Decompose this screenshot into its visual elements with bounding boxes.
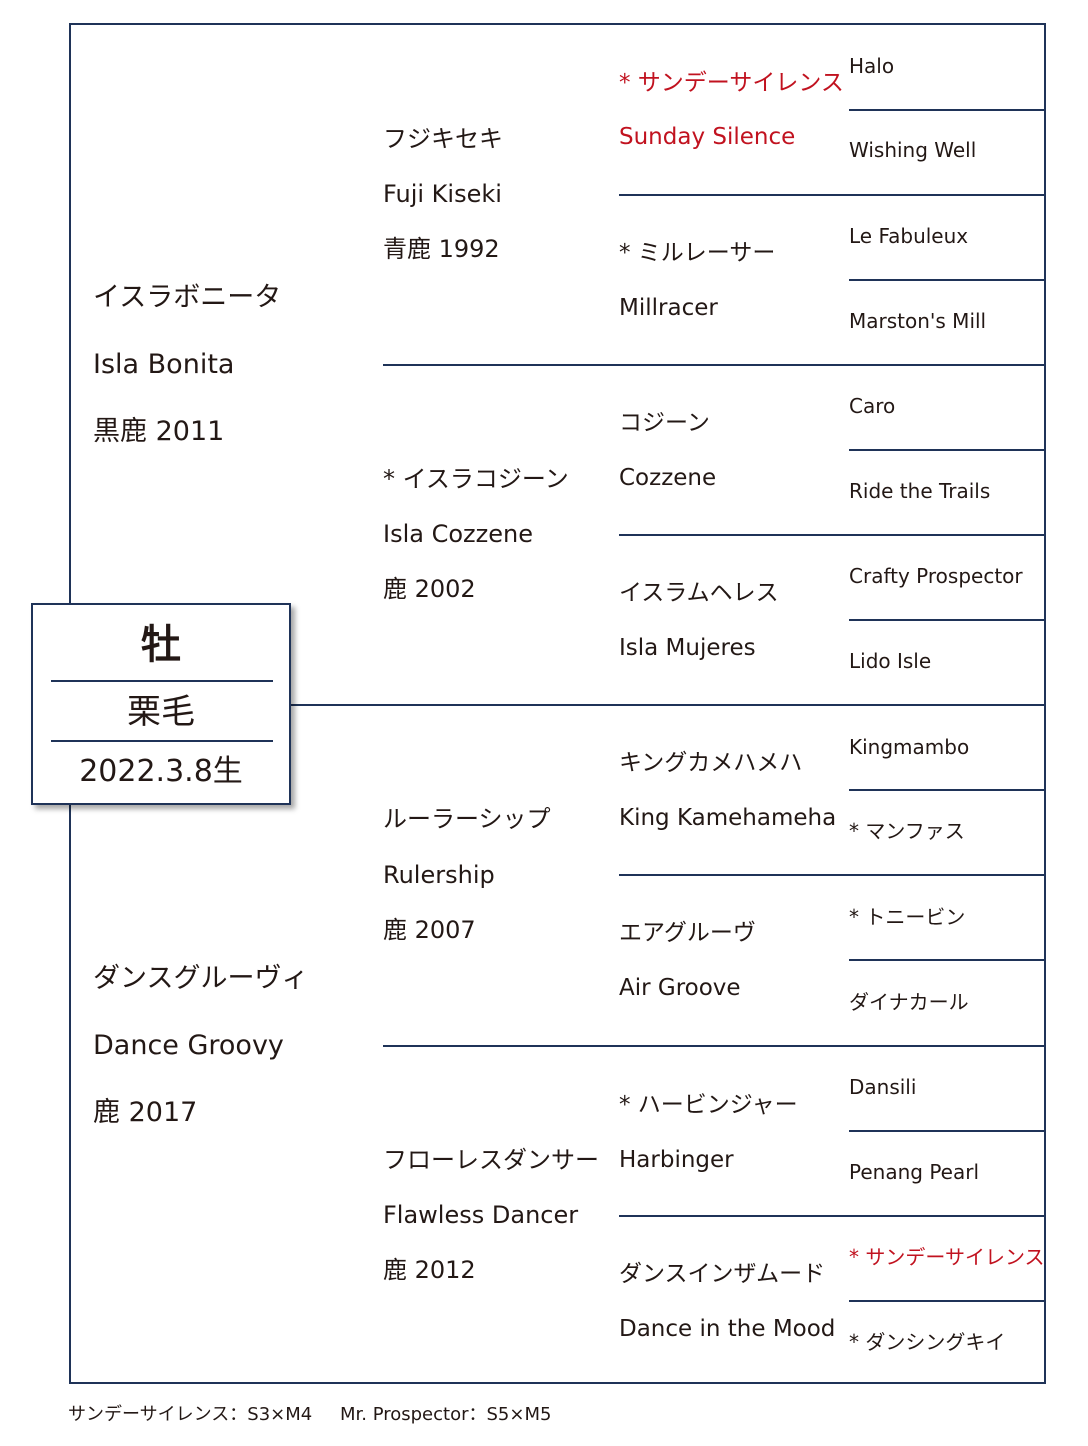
inbreeding-entry: サンデーサイレンス：S3×M4 [68,1404,313,1425]
gen3-name-en: Sunday Silence [619,124,796,150]
gen4-ancestor: Caro [849,394,896,418]
summary-divider [51,680,273,682]
gen3-name-en: Dance in the Mood [619,1316,836,1342]
horse-summary-box: 牡 栗毛 2022.3.8生 [31,603,291,805]
dam-name-en: Dance Groovy [93,1030,284,1061]
divider-gen3 [619,1215,1046,1217]
gen4-ancestor: Penang Pearl [849,1160,979,1184]
gen3-name-ja: イスラムヘレス [619,580,779,606]
gen2-name-en: Isla Cozzene [383,520,533,548]
gen4-ancestor: Dansili [849,1075,917,1099]
gen3-name-ja: コジーン [619,410,710,436]
divider-gen4 [849,1300,1046,1302]
divider-gen2-top [383,364,1046,366]
gen3-name-ja: エアグルーヴ [619,920,756,946]
gen4-ancestor: Wishing Well [849,138,977,162]
gen4-ancestor: * ダンシングキイ [849,1330,1006,1354]
gen2-info: 青鹿 1992 [383,235,500,263]
gen3-name-en: King Kamehameha [619,805,837,831]
divider-gen4 [849,279,1046,281]
sire-info: 黒鹿 2011 [93,416,225,447]
divider-gen3 [619,194,1046,196]
dam-info: 鹿 2017 [93,1097,198,1128]
gen4-ancestor: Crafty Prospector [849,564,1023,588]
gen2-name-en: Fuji Kiseki [383,180,502,208]
gen4-ancestor: Marston's Mill [849,309,987,333]
inbreeding-note: サンデーサイレンス：S3×M4 Mr. Prospector：S5×M5 [68,1400,551,1426]
gen4-ancestor: ダイナカール [849,990,969,1014]
gen3-name-ja: キングカメハメハ [619,750,803,776]
gen2-name-ja: * イスラコジーン [383,465,569,493]
divider-gen4 [849,449,1046,451]
divider-gen3 [619,874,1046,876]
gen3-name-en: Harbinger [619,1147,734,1173]
divider-gen4 [849,619,1046,621]
gen2-info: 鹿 2007 [383,916,476,944]
gen3-name-en: Air Groove [619,975,741,1001]
gen2-name-ja: ルーラーシップ [383,805,551,833]
gen4-ancestor: Halo [849,54,895,78]
gen4-ancestor: * サンデーサイレンス [849,1245,1045,1269]
gen3-name-ja: * ミルレーサー [619,240,776,266]
inbreeding-entry: Mr. Prospector：S5×M5 [339,1404,552,1425]
horse-birth: 2022.3.8生 [79,754,243,789]
horse-sex: 牡 [141,622,181,668]
gen4-ancestor: * マンファス [849,819,965,843]
horse-color: 栗毛 [127,692,195,732]
summary-divider [51,740,273,742]
divider-gen2-bottom [383,1045,1046,1047]
gen2-name-en: Rulership [383,861,495,889]
gen4-ancestor: Kingmambo [849,735,970,759]
divider-gen3 [619,534,1046,536]
sire-name-ja: イスラボニータ [93,282,282,313]
gen2-info: 鹿 2002 [383,575,476,603]
gen3-name-en: Millracer [619,295,718,321]
gen2-name-ja: フジキセキ [383,125,503,153]
divider-gen1 [291,704,1046,706]
divider-gen4 [849,1130,1046,1132]
gen3-name-en: Cozzene [619,465,717,491]
divider-gen4 [849,959,1046,961]
gen3-name-ja: * サンデーサイレンス [619,70,844,96]
sire-name-en: Isla Bonita [93,349,235,380]
gen2-name-ja: フローレスダンサー [383,1146,599,1174]
gen3-name-en: Isla Mujeres [619,635,756,661]
gen4-ancestor: Ride the Trails [849,479,991,503]
dam-name-ja: ダンスグルーヴィ [93,963,309,994]
gen3-name-ja: ダンスインザムード [619,1261,826,1287]
gen4-ancestor: Lido Isle [849,649,932,673]
divider-gen4 [849,789,1046,791]
gen4-ancestor: * トニービン [849,905,966,929]
gen2-name-en: Flawless Dancer [383,1201,579,1229]
gen4-ancestor: Le Fabuleux [849,224,969,248]
gen2-info: 鹿 2012 [383,1256,476,1284]
gen3-name-ja: * ハービンジャー [619,1092,798,1118]
divider-gen4 [849,109,1046,111]
